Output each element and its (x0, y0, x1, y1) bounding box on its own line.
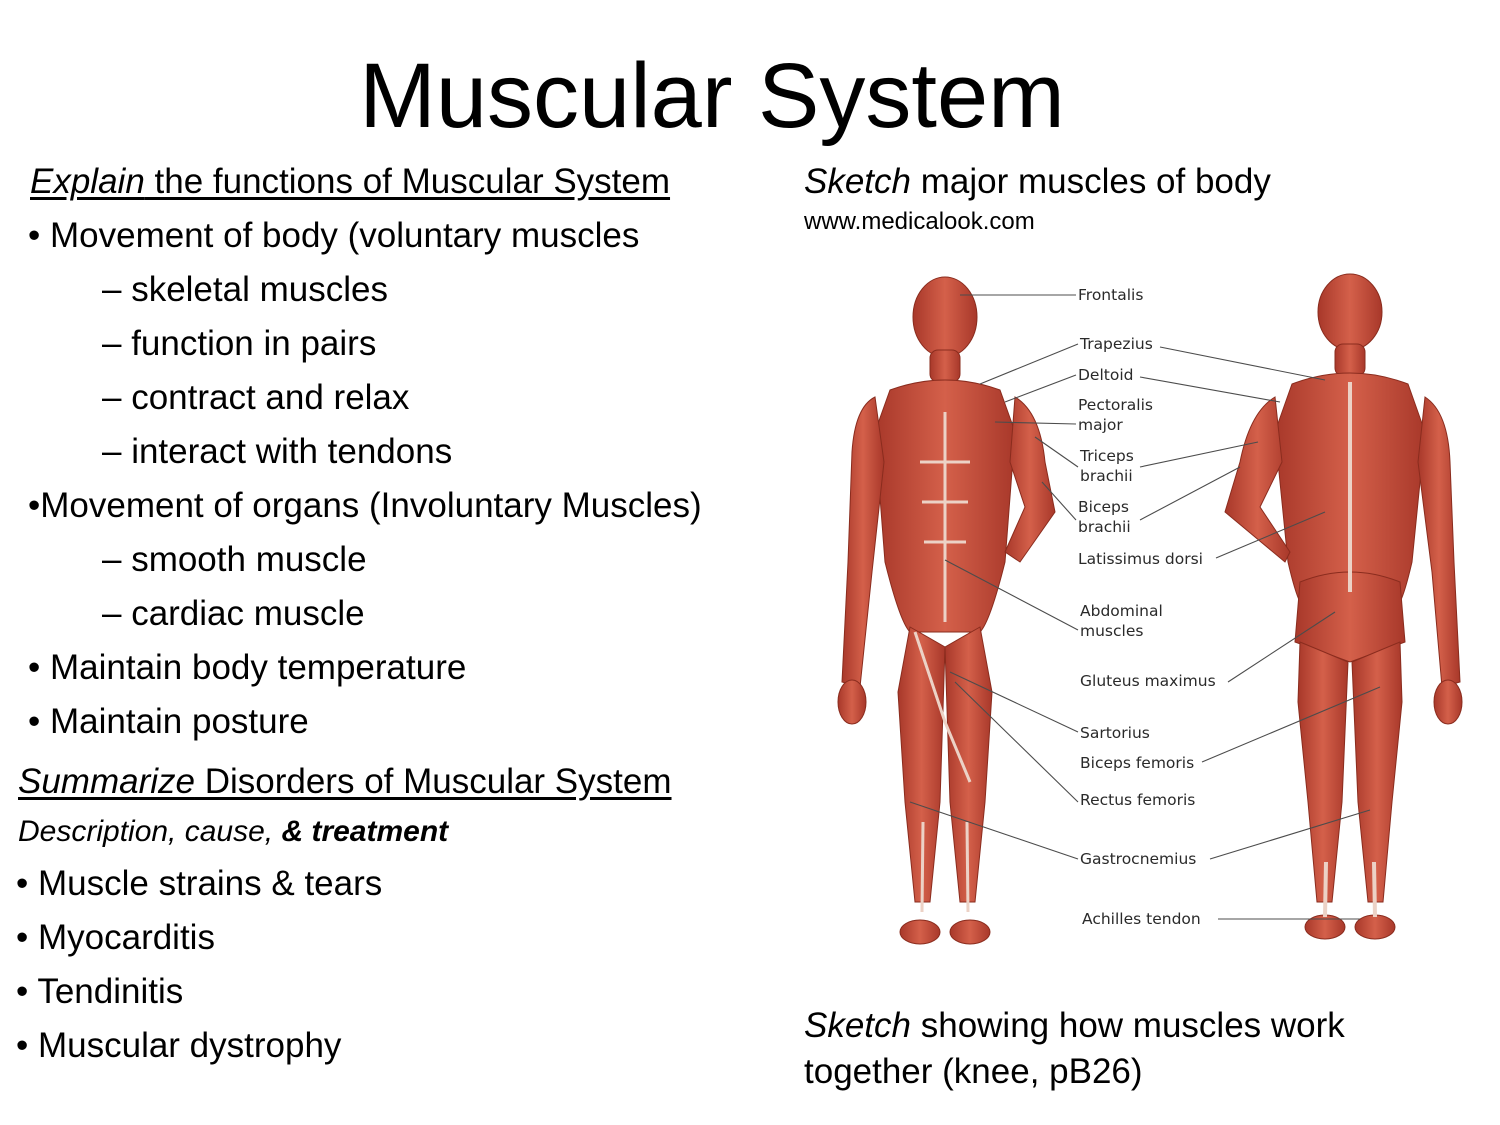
label-gastrocnemius: Gastrocnemius (1080, 850, 1196, 868)
muscle-anatomy-svg: Frontalis Trapezius Deltoid Pectoralis m… (837, 273, 1463, 945)
label-abdominal: Abdominal (1080, 602, 1163, 620)
front-tendons (913, 412, 972, 913)
sketch-muscles-rest: major muscles of body (911, 162, 1271, 201)
sketch-knee-heading: Sketch showing how muscles work (804, 1006, 1345, 1046)
label-latissimus-dorsi: Latissimus dorsi (1078, 550, 1203, 568)
disorders-heading-verb: Summarize (18, 762, 195, 801)
disorders-subtitle-plain: Description, cause, (18, 815, 282, 848)
disorders-heading-rest: Disorders of Muscular System (194, 762, 672, 801)
list-item: • Maintain body temperature (28, 648, 467, 687)
sketch-muscles-heading: Sketch major muscles of body (804, 162, 1271, 202)
label-biceps: Biceps (1078, 498, 1129, 516)
label-biceps-brachii: brachii (1078, 518, 1131, 536)
label-rectus-femoris: Rectus femoris (1080, 791, 1195, 809)
list-item: • Myocarditis (16, 918, 215, 957)
label-trapezius: Trapezius (1079, 335, 1153, 353)
label-triceps: Triceps (1079, 447, 1134, 465)
functions-heading-verb: Explain (30, 162, 145, 201)
muscle-anatomy-figure: Frontalis Trapezius Deltoid Pectoralis m… (820, 262, 1480, 972)
list-item: – contract and relax (102, 378, 410, 417)
list-item: – cardiac muscle (102, 594, 365, 633)
sketch-muscles-verb: Sketch (804, 162, 911, 201)
sketch-knee-rest: showing how muscles work (911, 1006, 1345, 1045)
list-item: – smooth muscle (102, 540, 367, 579)
list-item: • Maintain posture (28, 702, 309, 741)
sketch-knee-verb: Sketch (804, 1006, 911, 1045)
functions-heading: Explain the functions of Muscular System (30, 162, 670, 202)
disorders-subtitle-bold: & treatment (281, 815, 449, 848)
list-item: • Tendinitis (16, 972, 184, 1011)
source-url: www.medicalook.com (804, 208, 1035, 235)
disorders-heading: Summarize Disorders of Muscular System (18, 762, 672, 802)
functions-heading-rest: the functions of Muscular System (144, 162, 671, 201)
label-deltoid: Deltoid (1078, 366, 1133, 384)
disorders-subtitle: Description, cause, & treatment (18, 815, 448, 849)
label-pectoralis: Pectoralis (1078, 396, 1153, 414)
label-achilles-tendon: Achilles tendon (1082, 910, 1201, 928)
leader-lines (909, 294, 1381, 920)
label-frontalis: Frontalis (1078, 286, 1143, 304)
label-gluteus-maximus: Gluteus maximus (1080, 672, 1216, 690)
figure-labels: Frontalis Trapezius Deltoid Pectoralis m… (1078, 286, 1216, 928)
label-pectoralis-major: major (1078, 416, 1123, 434)
list-item: – function in pairs (102, 324, 377, 363)
list-item: – skeletal muscles (102, 270, 388, 309)
back-tendons (1323, 382, 1377, 918)
label-triceps-brachii: brachii (1080, 467, 1133, 485)
list-item: • Muscle strains & tears (16, 864, 383, 903)
list-item: • Muscular dystrophy (16, 1026, 342, 1065)
sketch-knee-line2: together (knee, pB26) (804, 1052, 1143, 1091)
list-item: • Movement of body (voluntary muscles (28, 216, 640, 255)
back-body-figure (1224, 273, 1463, 940)
label-abdominal-muscles: muscles (1080, 622, 1143, 640)
list-item: •Movement of organs (Involuntary Muscles… (28, 486, 702, 525)
page-title: Muscular System (359, 45, 1065, 147)
label-biceps-femoris: Biceps femoris (1080, 754, 1194, 772)
list-item: – interact with tendons (102, 432, 453, 471)
label-sartorius: Sartorius (1080, 724, 1150, 742)
